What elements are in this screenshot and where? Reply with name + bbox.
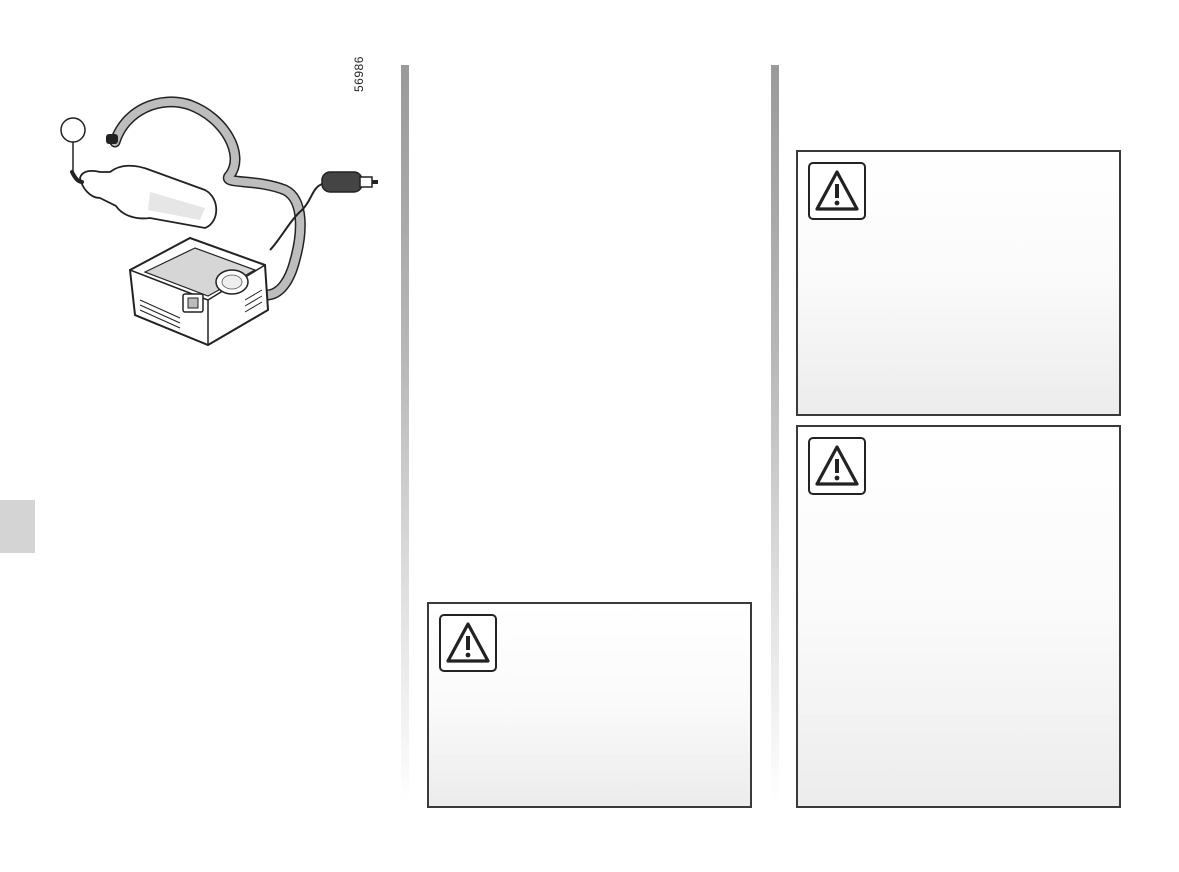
warning-triangle-icon <box>808 437 866 495</box>
warning-box-bottom-left <box>427 602 752 808</box>
warning-box-bottom-right <box>796 425 1121 808</box>
tyre-inflation-kit-illustration <box>60 96 378 347</box>
warning-box-top-right <box>796 150 1121 416</box>
warning-triangle-icon <box>808 162 866 220</box>
warning-triangle-icon <box>439 614 497 672</box>
figure-reference-code: 56986 <box>352 56 366 92</box>
column-bar-right <box>771 65 779 805</box>
chapter-side-tab <box>0 500 35 553</box>
column-bar-left <box>401 65 409 805</box>
callout-circle <box>60 117 86 143</box>
